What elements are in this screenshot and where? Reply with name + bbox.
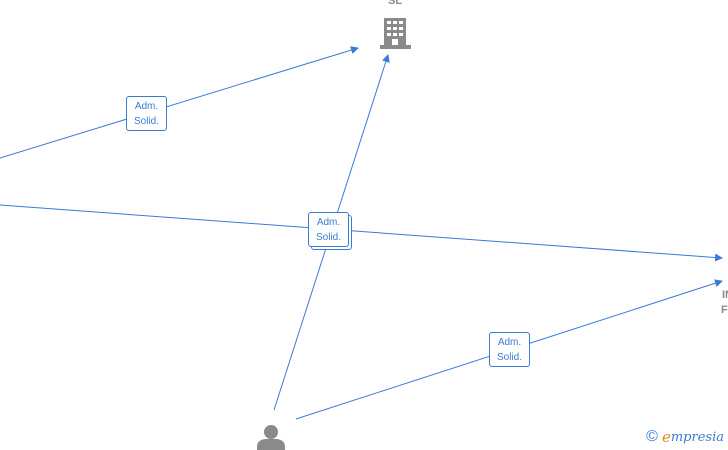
- company-right-label-line2: F: [721, 304, 728, 316]
- edge-label-person-right[interactable]: Adm. Solid.: [489, 332, 530, 367]
- person-icon[interactable]: [257, 425, 285, 450]
- edge-left-to-top-company: [0, 46, 359, 159]
- empresia-watermark: © e mpresia: [646, 428, 724, 446]
- company-top-label: SL: [388, 0, 403, 7]
- edge-label-center[interactable]: Adm. Solid.: [308, 212, 349, 247]
- brand-initial: e: [661, 428, 671, 446]
- company-right-label-line1: IN: [722, 289, 728, 301]
- edge-left-to-right-company: [0, 204, 723, 262]
- edge-label-left-top[interactable]: Adm. Solid.: [126, 96, 167, 131]
- copyright-icon: ©: [646, 428, 658, 445]
- edge-label-role-type: Solid.: [315, 232, 341, 243]
- edge-label-role-type: Solid.: [133, 116, 159, 127]
- edge-label-role: Adm.: [316, 217, 341, 228]
- edge-label-role: Adm.: [497, 337, 522, 348]
- brand-name: mpresia: [670, 429, 724, 445]
- edge-label-role-type: Solid.: [496, 352, 522, 363]
- building-icon[interactable]: [380, 18, 411, 49]
- edge-label-role: Adm.: [134, 101, 159, 112]
